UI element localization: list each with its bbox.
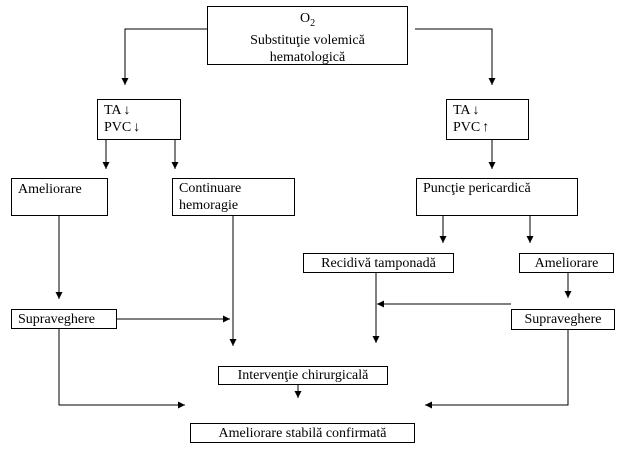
recidiva-label: Recidivă tamponadă [321, 256, 436, 271]
ta-label: TA [453, 103, 471, 118]
ameliorare-right-box: Ameliorare [519, 253, 614, 273]
continuare-line-2: hemoragie [179, 198, 239, 213]
edge-top-to-left [121, 28, 207, 85]
supraveghere-left-box: Supraveghere [11, 309, 117, 329]
top-box: O2 Substituţie volemică hematologică [207, 6, 408, 65]
right-state-box: TA↓ PVC↑ [446, 99, 529, 140]
top-line-3: hematologică [269, 49, 346, 65]
edge-left-to-final [58, 329, 185, 409]
left-state-box: TA↓ PVC↓ [97, 99, 181, 140]
supraveghere-right-box: Supraveghere [511, 309, 615, 330]
supraveghere-left-label: Supraveghere [18, 312, 95, 327]
edge-right-to-final [425, 330, 569, 409]
punctie-box: Puncţie pericardică [416, 178, 578, 216]
down-arrow-icon: ↓ [472, 103, 480, 118]
interventie-label: Intervenţie chirurgicală [237, 368, 369, 383]
final-label: Ameliorare stabilă confirmată [218, 426, 387, 441]
pvc-label: PVC [104, 120, 132, 135]
pvc-label: PVC [453, 120, 481, 135]
ameliorare-right-label: Ameliorare [534, 256, 599, 271]
recidiva-box: Recidivă tamponadă [303, 253, 454, 273]
top-line-2: Substituţie volemică [250, 32, 365, 48]
punctie-label: Puncţie pericardică [423, 181, 531, 196]
supraveghere-right-label: Supraveghere [524, 312, 602, 327]
ameliorare-left-box: Ameliorare [11, 178, 108, 216]
down-arrow-icon: ↓ [123, 103, 131, 118]
ta-label: TA [104, 103, 122, 118]
final-box: Ameliorare stabilă confirmată [190, 423, 415, 443]
ameliorare-left-label: Ameliorare [18, 182, 82, 197]
edge-top-to-right [415, 28, 496, 85]
continuare-line-1: Continuare [179, 181, 242, 196]
interventie-box: Intervenţie chirurgicală [218, 366, 388, 385]
o2-label: O2 [299, 11, 316, 29]
up-arrow-icon: ↑ [482, 120, 490, 135]
continuare-box: Continuare hemoragie [172, 178, 295, 216]
down-arrow-icon: ↓ [133, 120, 141, 135]
